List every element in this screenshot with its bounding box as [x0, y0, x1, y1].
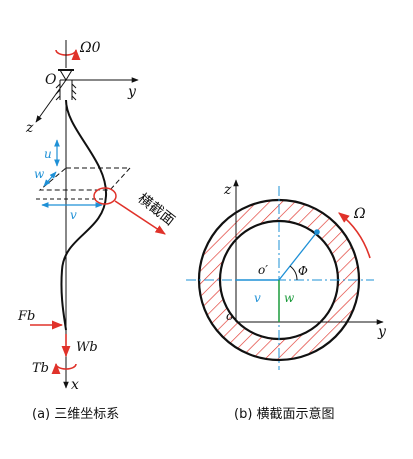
caption-a: (a) 三维坐标系 — [32, 407, 119, 422]
radius-line — [278, 231, 318, 281]
phi-label: Φ — [298, 264, 308, 278]
deformed-shaft-curve — [60, 99, 108, 331]
o-label: o — [226, 309, 233, 323]
x-axis-label: x — [71, 377, 79, 393]
phi-angle-arc — [289, 265, 298, 281]
w-dimension — [43, 171, 57, 187]
w-section-label: w — [284, 291, 295, 305]
origin-label: O — [45, 72, 57, 88]
caption-b: (b) 横截面示意图 — [234, 406, 335, 422]
omega-rotation-arrow — [338, 212, 371, 259]
cross-section-highlight — [93, 187, 117, 205]
tb-label: Tb — [32, 361, 49, 376]
u-label: u — [44, 147, 52, 161]
omega0-rotation-arrow — [55, 40, 81, 68]
cross-section-callout: 横截面 — [135, 191, 178, 229]
cross-section-leader-arrow — [114, 200, 166, 235]
bearing-support — [55, 69, 77, 101]
omega0-label: Ω0 — [79, 40, 101, 56]
z-axis-section-label: z — [223, 182, 232, 198]
y-axis-label: y — [127, 84, 137, 100]
wb-label: Wb — [76, 340, 98, 355]
fb-label: Fb — [17, 309, 35, 324]
cross-section-plane — [38, 167, 132, 191]
z-axis-label: z — [25, 120, 34, 136]
right-panel: z y o v w Φ o′ Ω (b) 横截面示意图 — [186, 179, 387, 422]
v-section-label: v — [254, 291, 261, 305]
omega-label: Ω — [353, 206, 366, 222]
z-axis — [35, 79, 67, 123]
rotating-point — [314, 229, 320, 235]
tb-torque-arrow — [51, 362, 77, 375]
w-label: w — [34, 167, 45, 181]
v-label: v — [70, 208, 77, 222]
left-panel: Ω0 O y z x — [17, 40, 177, 422]
y-axis-section-label: y — [377, 324, 387, 340]
o-prime-label: o′ — [258, 263, 268, 277]
